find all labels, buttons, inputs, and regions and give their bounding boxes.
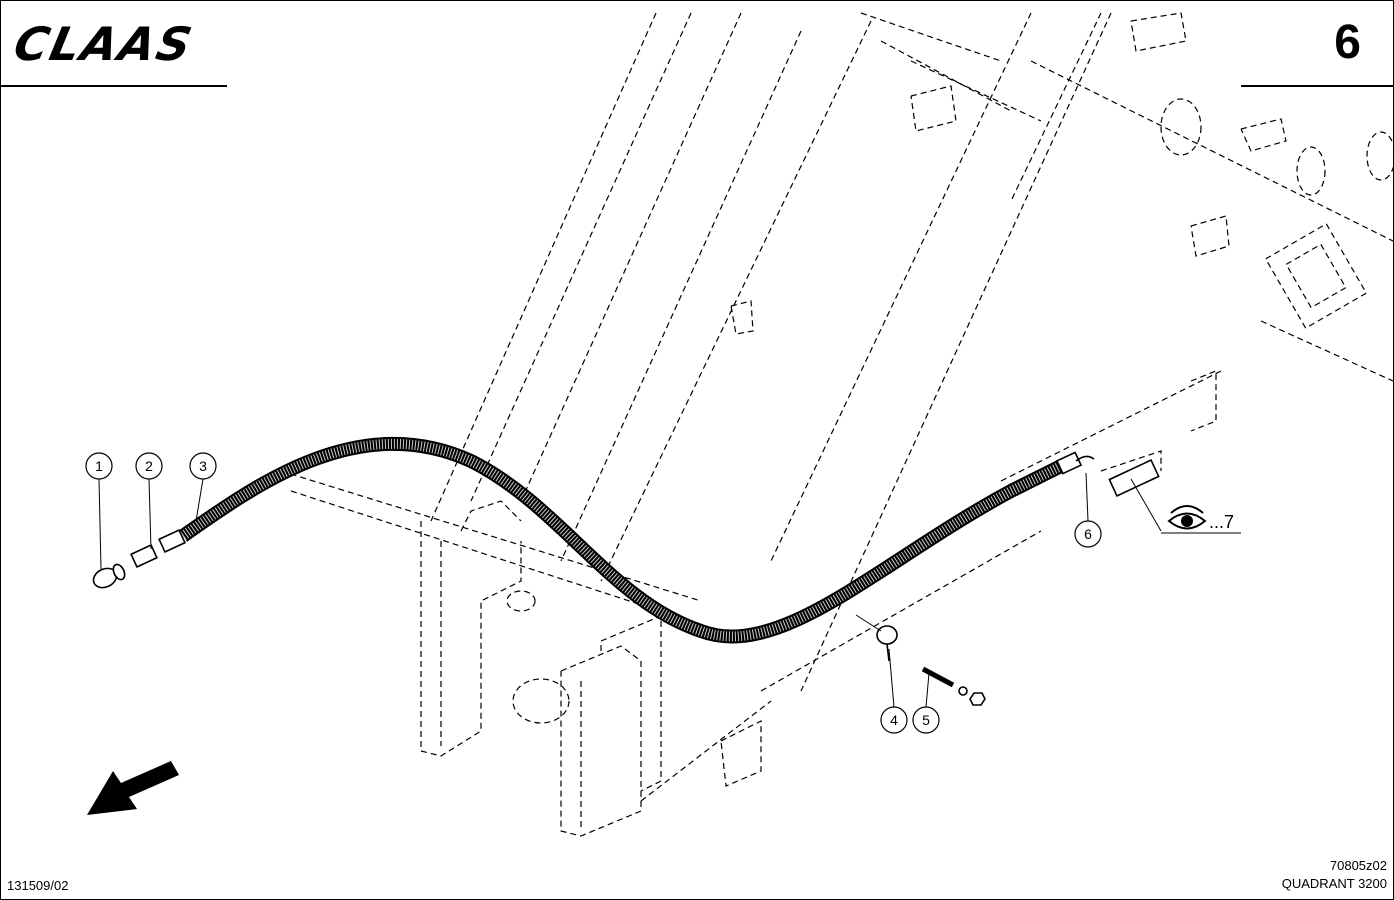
callout-5-label: 5: [922, 712, 930, 728]
page-number: 6: [1334, 16, 1361, 69]
hose-assembly: [92, 436, 1160, 706]
header-rule-right: [1241, 85, 1393, 87]
callout-6-label: 6: [1084, 526, 1092, 542]
callout-6: 6: [1074, 520, 1102, 548]
callout-4: 4: [880, 706, 908, 734]
callout-circles: 1 2 3 4 5 6: [85, 452, 1102, 734]
direction-arrow-icon: [87, 761, 179, 815]
callout-2: 2: [135, 452, 163, 480]
callout-5: 5: [912, 706, 940, 734]
callout-3: 3: [189, 452, 217, 480]
callout-3-label: 3: [199, 458, 207, 474]
callout-1: 1: [85, 452, 113, 480]
footer-info: 70805z02 QUADRANT 3200: [1282, 857, 1387, 893]
header-rule-left: [1, 85, 227, 87]
drawing-id: 131509/02: [7, 878, 69, 893]
machine-frame-hidden-lines: [280, 12, 1393, 837]
callout-4-label: 4: [890, 712, 898, 728]
figure-code: 70805z02: [1329, 858, 1387, 873]
reference-label: ...7: [1209, 512, 1234, 532]
see-page-reference: ...7: [1167, 505, 1234, 532]
callout-1-label: 1: [95, 458, 103, 474]
callout-2-label: 2: [145, 458, 153, 474]
eye-icon: [1167, 505, 1207, 530]
model-name: QUADRANT 3200: [1281, 876, 1387, 891]
callout-leaders: [98, 472, 1241, 708]
